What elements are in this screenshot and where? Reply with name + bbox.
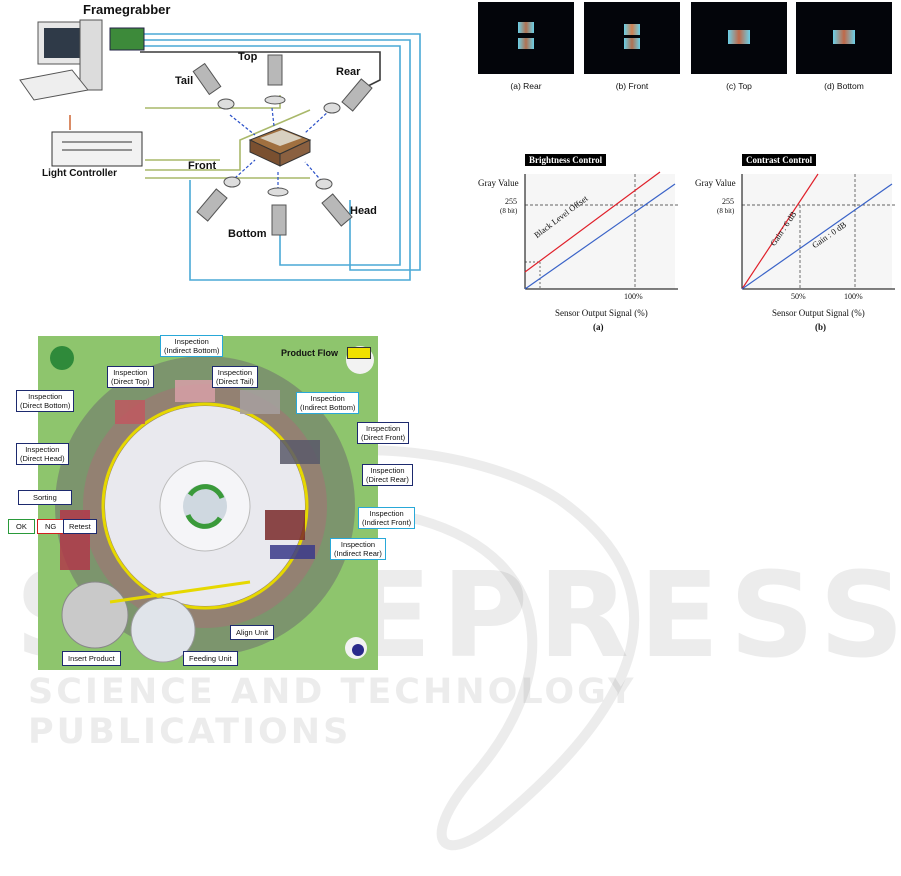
camera-head-icon [321,193,353,227]
chip-component [248,127,312,167]
system-diagram: Framegrabber Light Controller Top Tail R… [10,0,430,290]
label-direct-bottom: Inspection(Direct Bottom) [16,390,75,412]
contrast-y-tick-sub: (8 bit) [717,207,735,215]
label-direct-top: Inspection(Direct Top) [107,366,154,388]
sample-image-top [691,2,787,74]
system-diagram-graphic [19,19,421,281]
label-direct-tail: Inspection(Direct Tail) [212,366,258,388]
contrast-chart: Contrast Control Gray Value 255 (8 bit) … [690,152,900,337]
machine-figure: Product Flow Inspection(Indirect Bottom)… [0,330,440,675]
sample-image-rear [478,2,574,74]
light-controller-label: Light Controller [42,168,117,179]
label-direct-head: Inspection(Direct Head) [16,443,69,465]
contrast-x-tick-50: 50% [791,292,806,301]
machine-graphic [38,336,378,670]
label-retest: Retest [63,519,97,534]
label-ok: OK [8,519,35,534]
brightness-y-tick-sub: (8 bit) [500,207,518,215]
camera-head-label: Head [350,205,377,217]
label-direct-front: Inspection(Direct Front) [357,422,410,444]
camera-top-icon [267,54,283,86]
brightness-panel-label: (a) [593,322,604,332]
caption-rear: (a) Rear [510,81,542,91]
product-flow-arrow-icon [347,347,371,359]
label-indirect-bottom-right: Inspection(Indirect Bottom) [296,392,360,414]
caption-top: (c) Top [726,81,752,91]
contrast-panel-label: (b) [815,322,826,332]
contrast-plot [741,173,895,290]
camera-bottom-icon [271,204,287,236]
camera-front-label: Front [188,160,217,172]
camera-top-label: Top [238,51,258,63]
label-align-unit: Align Unit [230,625,275,640]
camera-bottom-label: Bottom [228,228,267,240]
caption-bottom: (d) Bottom [824,81,864,91]
framegrabber-label: Framegrabber [83,2,171,17]
sample-images: (a) Rear (b) Front (c) Top (d) Bottom [470,0,900,100]
label-direct-rear: Inspection(Direct Rear) [362,464,413,486]
computer-icon [19,19,103,101]
brightness-plot [524,171,678,290]
caption-front: (b) Front [615,81,649,91]
label-feeding-unit: Feeding Unit [183,651,238,666]
label-ng: NG [37,519,65,534]
camera-tail-label: Tail [175,75,194,87]
label-indirect-bottom-top: Inspection(Indirect Bottom) [160,335,224,357]
label-insert-product: Insert Product [62,651,121,666]
contrast-y-title: Gray Value [695,178,736,188]
brightness-x-label: Sensor Output Signal (%) [555,308,648,318]
contrast-x-tick-100: 100% [844,292,863,301]
sample-image-bottom [796,2,892,74]
light-controller-icon [51,131,143,167]
watermark-sub: SCIENCE AND TECHNOLOGY PUBLICATIONS [28,672,637,752]
camera-rear-icon [341,78,373,112]
brightness-x-tick: 100% [624,292,643,301]
camera-tail-icon [192,62,222,96]
contrast-y-tick: 255 [722,197,734,206]
brightness-title: Brightness Control [525,154,607,166]
label-sorting: Sorting [18,490,72,505]
contrast-x-label: Sensor Output Signal (%) [772,308,865,318]
product-flow-label: Product Flow [281,348,338,358]
label-indirect-front: Inspection(Indirect Front) [358,507,416,529]
camera-rear-label: Rear [336,66,361,78]
brightness-y-tick: 255 [505,197,517,206]
label-indirect-rear: Inspection(Indirect Rear) [330,538,386,560]
brightness-chart: Brightness Control Gray Value 255 (8 bit… [470,152,685,337]
camera-front-icon [196,188,228,222]
sample-image-front [584,2,680,74]
contrast-title: Contrast Control [742,154,817,166]
brightness-y-title: Gray Value [478,178,519,188]
